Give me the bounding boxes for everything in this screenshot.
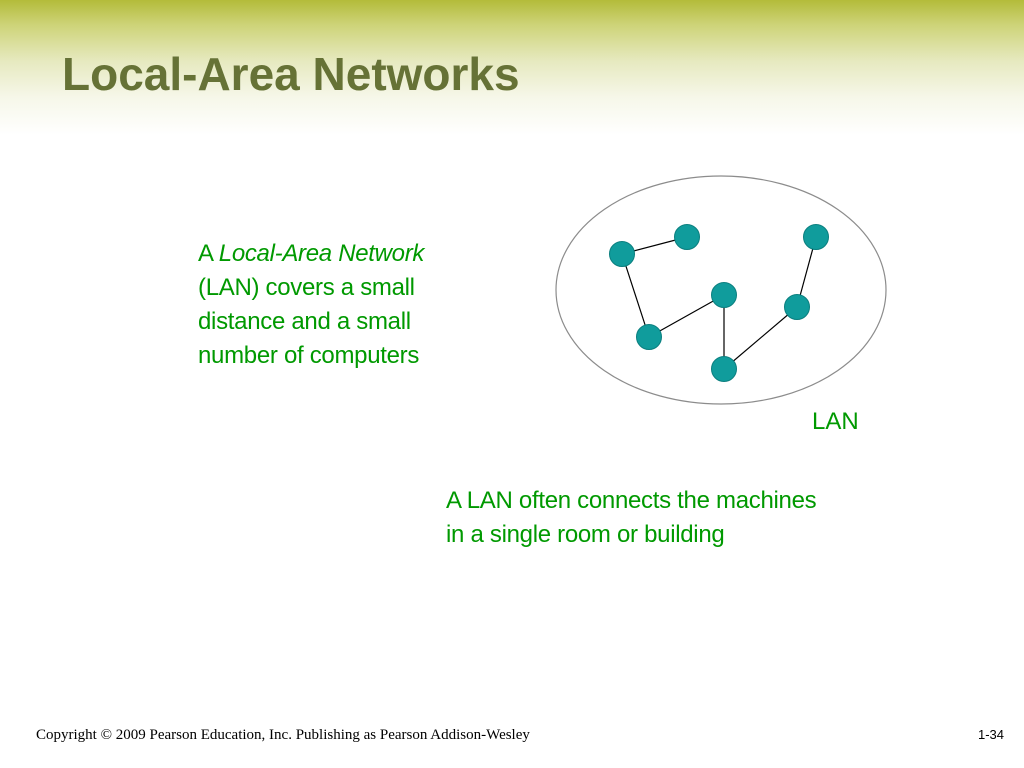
network-link bbox=[621, 253, 650, 338]
copyright-footer: Copyright © 2009 Pearson Education, Inc.… bbox=[36, 727, 530, 743]
description-line-2: (LAN) covers a small bbox=[198, 274, 415, 301]
description-line-3: distance and a small bbox=[198, 308, 411, 335]
computer-node bbox=[711, 282, 737, 308]
description-line-4: number of computers bbox=[198, 342, 420, 369]
computer-node bbox=[711, 356, 737, 382]
network-link bbox=[648, 294, 725, 338]
lan-note: A LAN often connects the machines in a s… bbox=[446, 484, 946, 552]
description-line-1: A Local-Area Network bbox=[198, 237, 498, 271]
computer-node bbox=[609, 241, 635, 267]
lan-description: A Local-Area Network (LAN) covers a smal… bbox=[198, 237, 498, 373]
computer-node bbox=[636, 324, 662, 350]
network-nodes bbox=[609, 224, 829, 382]
note-line-2: in a single room or building bbox=[446, 521, 725, 548]
network-link bbox=[723, 306, 798, 370]
computer-node bbox=[803, 224, 829, 250]
header-band bbox=[0, 0, 1024, 135]
lan-boundary bbox=[555, 175, 887, 405]
slide-title: Local-Area Networks bbox=[62, 48, 520, 100]
note-line-1: A LAN often connects the machines bbox=[446, 487, 817, 514]
computer-node bbox=[674, 224, 700, 250]
description-term: Local-Area Network bbox=[218, 240, 425, 267]
diagram-label: LAN bbox=[812, 408, 859, 435]
description-prefix: A bbox=[198, 240, 219, 267]
computer-node bbox=[784, 294, 810, 320]
page-number: 1-34 bbox=[977, 727, 1004, 742]
